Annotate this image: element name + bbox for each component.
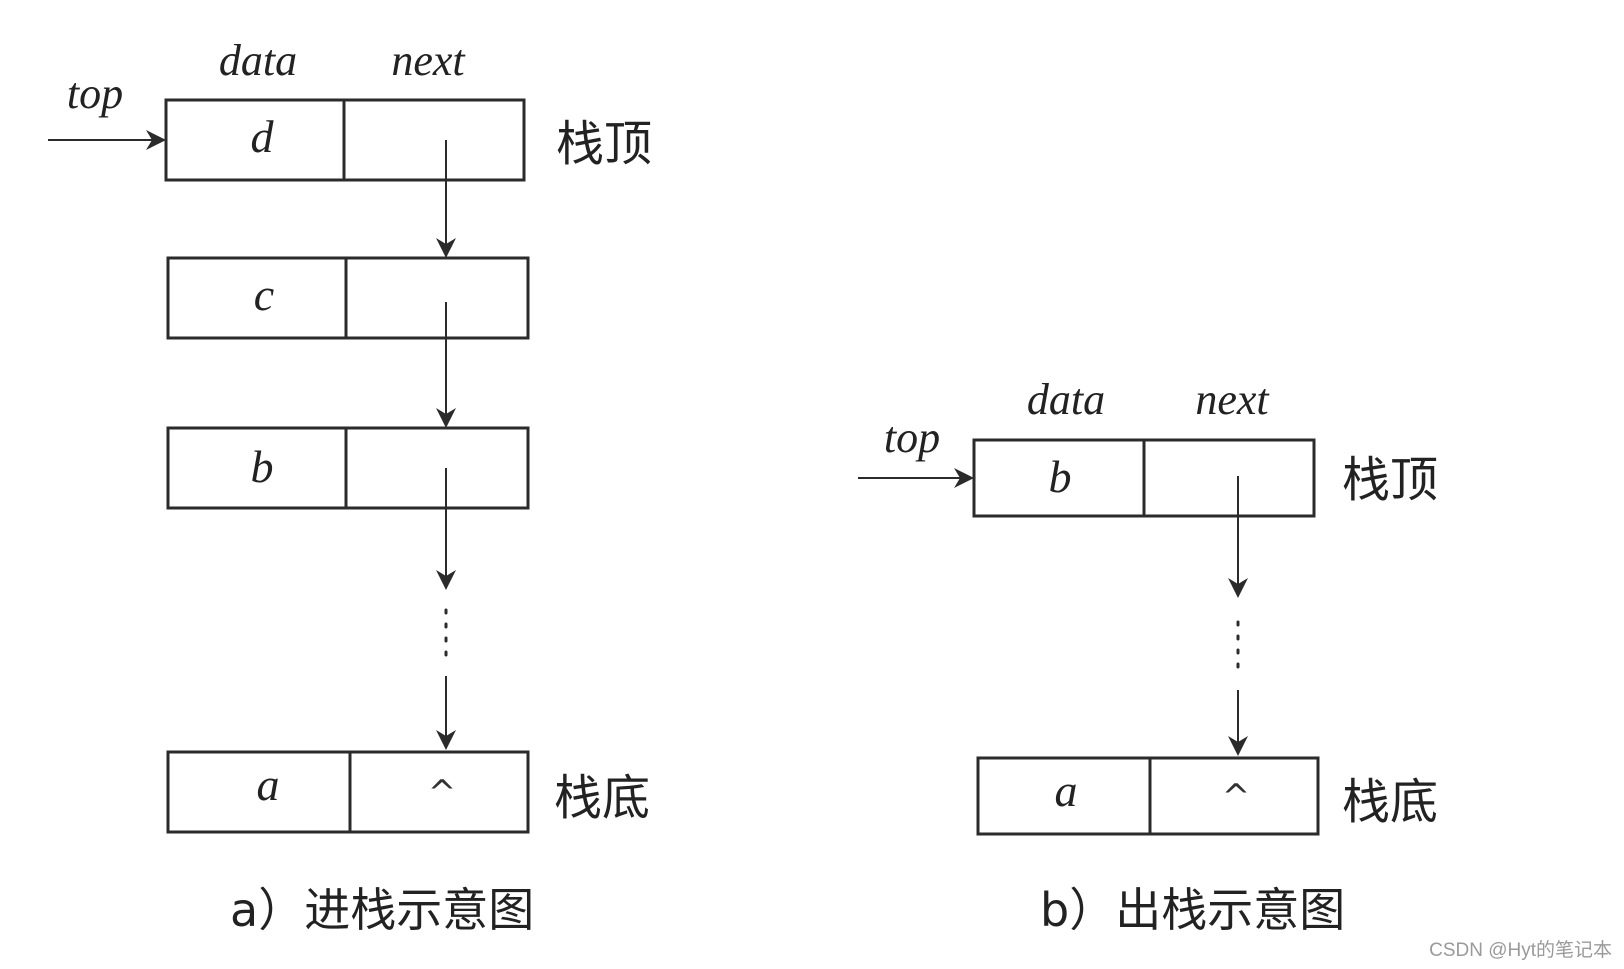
node-data-value: d bbox=[251, 111, 275, 162]
panel-a-stack-top-label: 栈顶 bbox=[556, 116, 652, 172]
null-pointer-symbol: ^ bbox=[428, 773, 457, 813]
panel-a-push: data next top d 栈顶 c b bbox=[48, 36, 652, 937]
node-data-value: b bbox=[251, 441, 274, 492]
panel-b-next-header: next bbox=[1195, 375, 1270, 424]
null-pointer-symbol: ^ bbox=[1222, 777, 1251, 817]
panel-a-node: c bbox=[166, 256, 530, 340]
panel-b-node: b bbox=[972, 438, 1316, 518]
node-box bbox=[166, 750, 530, 834]
panel-a-next-header: next bbox=[391, 36, 466, 85]
panel-a-data-header: data bbox=[219, 36, 297, 85]
node-box bbox=[166, 256, 530, 340]
node-data-value: a bbox=[257, 759, 280, 810]
panel-a-node: b bbox=[166, 426, 530, 510]
panel-a-stack-bottom-label: 栈底 bbox=[554, 770, 650, 826]
node-data-value: c bbox=[254, 269, 274, 320]
panel-b-pop: data next top b 栈顶 a ^ 栈底 b）出栈示意图 bbox=[858, 375, 1438, 937]
node-box bbox=[166, 426, 530, 510]
watermark: CSDN @Hyt的笔记本 bbox=[1429, 939, 1612, 961]
panel-a-caption: a）进栈示意图 bbox=[230, 883, 534, 937]
panel-a-node: d bbox=[164, 98, 526, 182]
panel-b-node: a ^ bbox=[976, 756, 1320, 836]
panel-b-stack-bottom-label: 栈底 bbox=[1342, 774, 1438, 830]
panel-a-node: a ^ bbox=[166, 750, 530, 834]
panel-b-data-header: data bbox=[1027, 375, 1105, 424]
panel-a-top-label: top bbox=[67, 69, 123, 118]
node-data-value: b bbox=[1049, 451, 1072, 502]
panel-b-caption: b）出栈示意图 bbox=[1040, 883, 1345, 937]
panel-b-stack-top-label: 栈顶 bbox=[1342, 452, 1438, 508]
node-data-value: a bbox=[1055, 765, 1078, 816]
node-box bbox=[976, 756, 1320, 836]
panel-b-top-label: top bbox=[884, 413, 940, 462]
